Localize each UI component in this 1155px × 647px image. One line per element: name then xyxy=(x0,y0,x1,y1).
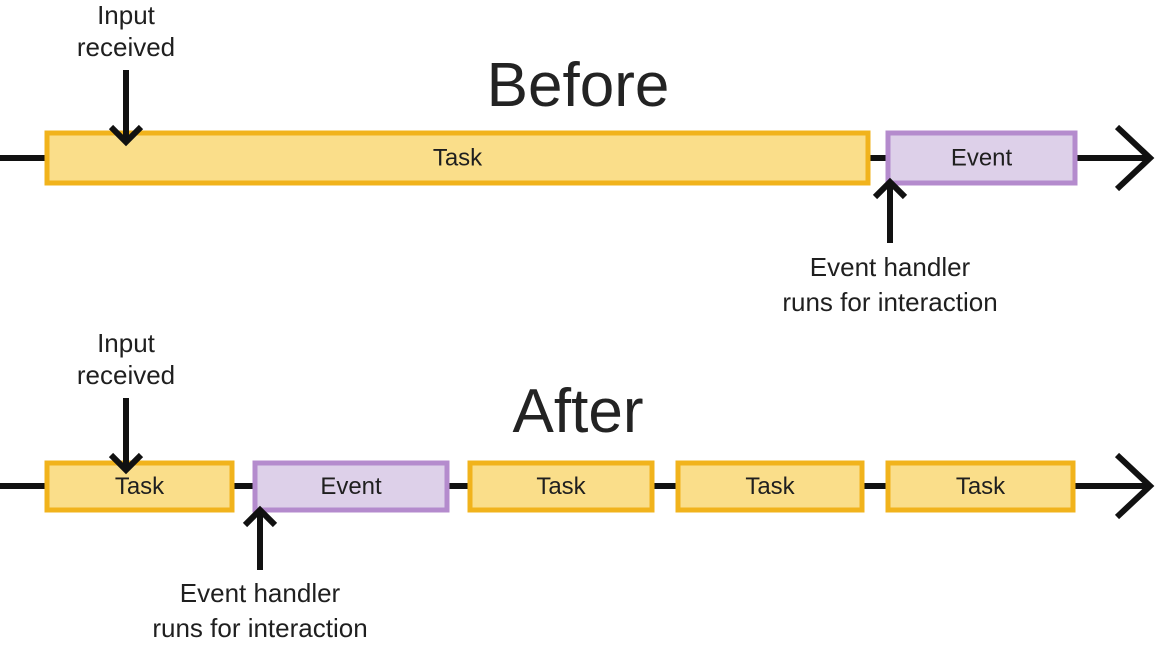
task-label: Task xyxy=(745,473,795,500)
annotation-arrowhead-icon xyxy=(108,452,144,475)
annotation-text-line: runs for interaction xyxy=(782,287,997,317)
event-label: Event xyxy=(320,473,382,500)
task-label: Task xyxy=(115,473,165,500)
task-label: Task xyxy=(433,144,483,171)
task-block: Task xyxy=(44,460,235,513)
task-label: Task xyxy=(536,473,586,500)
task-block: Task xyxy=(467,460,655,513)
annotation-text-line: runs for interaction xyxy=(152,613,367,643)
task-box xyxy=(675,460,865,513)
event-box xyxy=(252,460,450,513)
section-title-after: After xyxy=(513,377,644,446)
task-block: Task xyxy=(885,460,1076,513)
annotation-text-line: received xyxy=(77,32,175,62)
annotation-text-line: Event handler xyxy=(180,578,341,608)
annotation-event-handler: Event handler runs for interaction xyxy=(152,505,368,643)
annotation-text-line: Input xyxy=(97,0,156,30)
annotation-arrowhead-icon xyxy=(108,124,144,147)
annotation-text-line: received xyxy=(77,360,175,390)
task-box xyxy=(467,460,655,513)
task-block: Task xyxy=(44,130,871,186)
annotation-arrowhead-icon xyxy=(242,505,278,528)
timeline-arrowhead-icon xyxy=(1114,124,1155,192)
timeline-arrowhead-icon xyxy=(1114,452,1155,520)
task-box xyxy=(44,460,235,513)
event-box xyxy=(885,130,1078,186)
task-label: Task xyxy=(956,473,1006,500)
event-label: Event xyxy=(951,144,1013,171)
event-block: Event xyxy=(252,460,450,513)
annotation-event-handler: Event handler runs for interaction xyxy=(782,177,998,317)
annotation-text-line: Event handler xyxy=(810,252,971,282)
timeline-axis-before xyxy=(0,124,1155,192)
annotation-text-line: Input xyxy=(97,328,156,358)
section-title-before: Before xyxy=(487,51,670,120)
task-block: Task xyxy=(675,460,865,513)
event-block: Event xyxy=(885,130,1078,186)
annotation-arrowhead-icon xyxy=(872,177,908,200)
task-box xyxy=(44,130,871,186)
timeline-axis-after xyxy=(0,452,1155,520)
task-box xyxy=(885,460,1076,513)
